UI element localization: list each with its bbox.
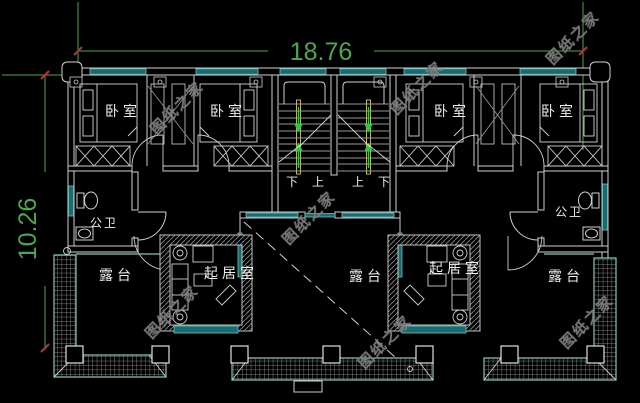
stair-rails: [296, 99, 371, 175]
hall-and-terrace-walls: [237, 211, 403, 278]
stair-labels: 下 上 上 下: [286, 175, 390, 189]
stair-label-down-left: 下: [286, 175, 298, 189]
room-label-bedroom-1: 卧室: [105, 103, 141, 119]
room-label-bedroom-4: 卧室: [541, 103, 577, 119]
sofa-set-right: [403, 245, 469, 325]
drain-symbol: [63, 247, 71, 255]
room-label-bedroom-3: 卧室: [434, 103, 470, 119]
outer-walls: [61, 61, 611, 263]
drain-symbol: [407, 366, 413, 372]
dimension-left-label: 10.26: [14, 198, 42, 261]
beds: [79, 83, 598, 143]
dimension-lines: [2, 2, 584, 350]
stair-landing-lines: [283, 81, 385, 104]
room-label-terrace-left: 露台: [99, 267, 135, 283]
living-room-bays: [159, 234, 481, 334]
stair-label-up-left: 上: [312, 175, 324, 189]
room-label-living-right: 起居室: [429, 260, 483, 276]
stair-label-down-right: 下: [378, 175, 390, 189]
railing-columns: [65, 345, 605, 364]
stair-label-up-right: 上: [352, 175, 364, 189]
bedroom-doors: [131, 134, 545, 167]
stair-break-lines: [278, 114, 391, 163]
room-label-bedroom-2: 卧室: [210, 103, 246, 119]
room-labels: 卧室 卧室 卧室 卧室 公卫 公卫 露台 露台 露台 起居室 起居室: [90, 103, 584, 284]
dimension-ticks: [40, 46, 588, 353]
room-label-living-left: 起居室: [204, 265, 258, 281]
windows: [68, 68, 608, 231]
staircase: [278, 81, 391, 175]
dimension-top-label: 18.76: [290, 38, 353, 66]
sofa-set-left: [171, 245, 237, 325]
room-label-bathroom-right: 公卫: [555, 205, 583, 219]
room-label-terrace-right: 露台: [548, 268, 584, 284]
wardrobes: [147, 83, 520, 145]
closets: [75, 145, 603, 167]
terrace-diagonal-dashed-line: [243, 221, 415, 375]
room-label-bathroom-left: 公卫: [90, 216, 118, 230]
terraces: [53, 221, 617, 393]
entry-step: [293, 380, 323, 393]
room-label-terrace-center: 露台: [349, 268, 385, 284]
interior-walls: [67, 74, 609, 213]
